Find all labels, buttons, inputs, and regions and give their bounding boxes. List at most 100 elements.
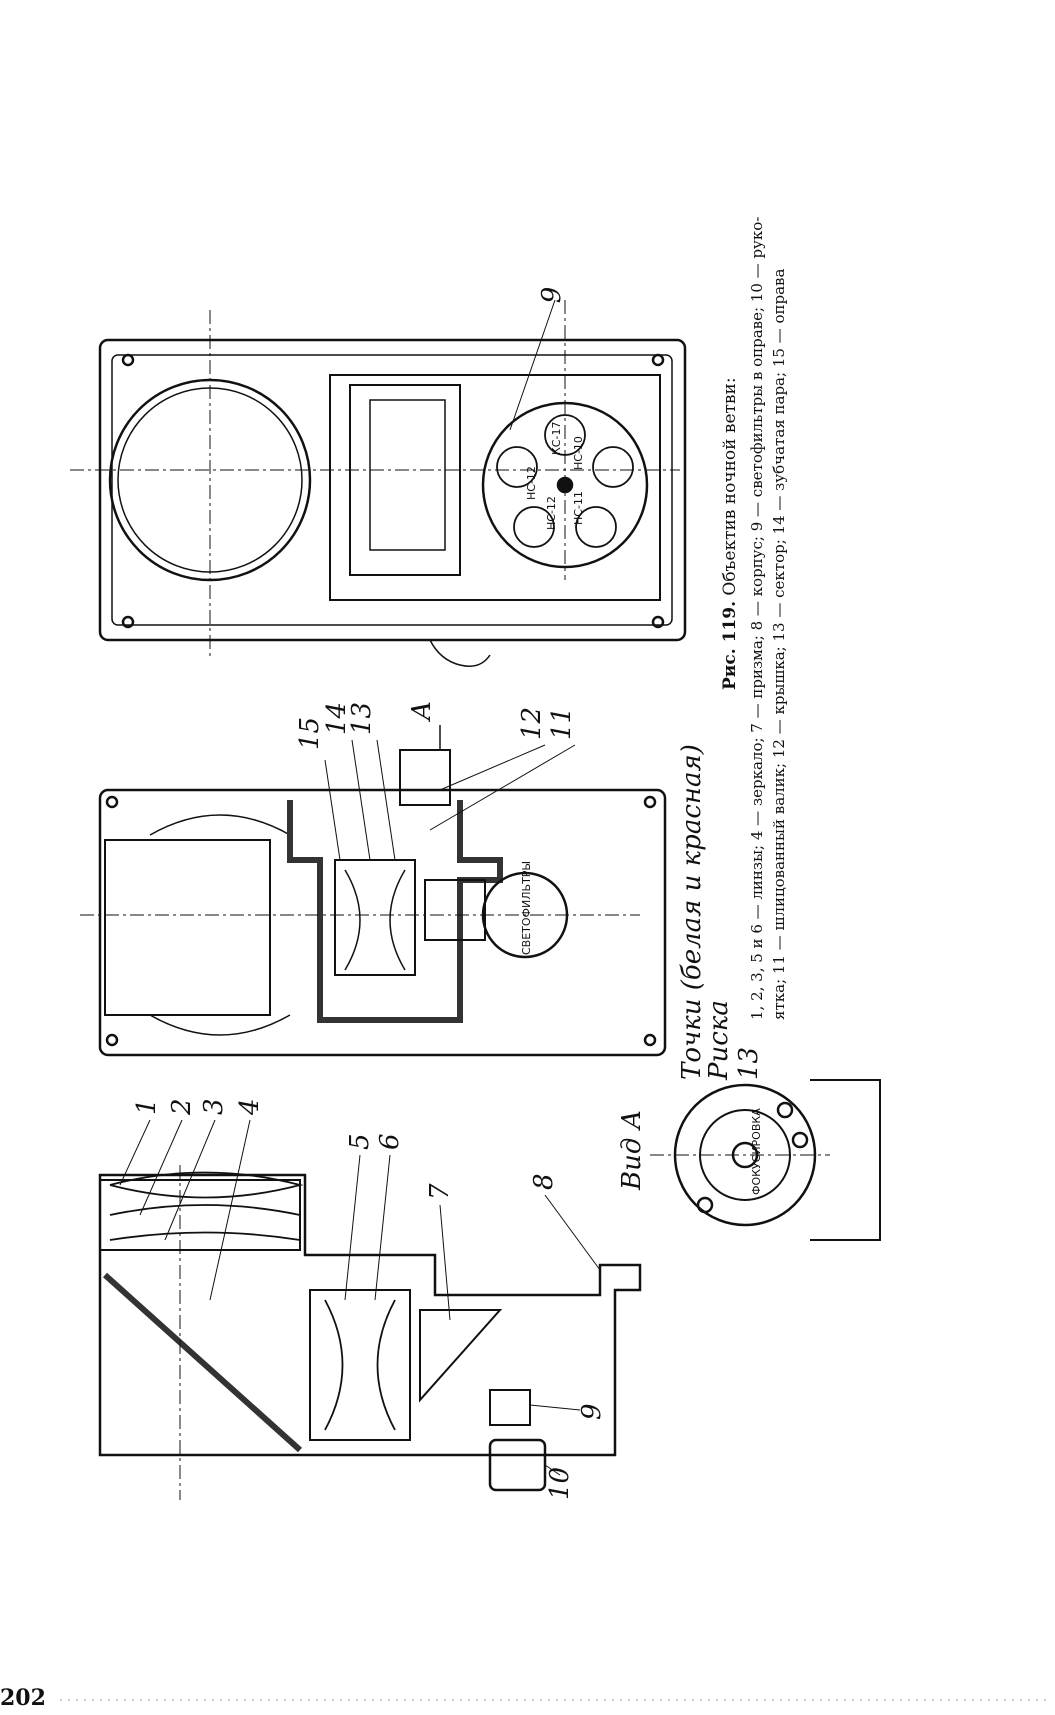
filter-label: НС-12 <box>545 496 558 530</box>
middle-housing-outline <box>98 788 667 1057</box>
lens-6 <box>376 1299 396 1431</box>
filter-label: КС-17 <box>550 422 563 455</box>
middle-lens-arc-bottom <box>149 1014 291 1036</box>
right-compartment <box>329 374 661 601</box>
right-label-9: 9 <box>537 287 567 304</box>
caption-title: Рис. 119. Объектив ночной ветви: <box>720 377 740 690</box>
left-labels: 1 2 3 4 5 6 7 8 9 10 <box>132 1098 607 1500</box>
leader-11 <box>429 744 576 831</box>
caption-figure-number: Рис. 119. <box>720 601 740 690</box>
label-4: 4 <box>235 1098 265 1116</box>
label-14: 14 <box>322 702 352 735</box>
label-7: 7 <box>425 1183 455 1200</box>
dial-label: ФОКУСИРОВКА <box>750 1108 763 1195</box>
filter-hole <box>592 446 634 488</box>
leader-6 <box>374 1154 391 1301</box>
leader-5 <box>344 1154 361 1301</box>
leader-14 <box>351 739 371 861</box>
middle-cap-12 <box>399 749 451 806</box>
view-a-title: Вид А <box>617 1110 647 1191</box>
leader-8 <box>544 1194 601 1271</box>
screw-icon <box>776 1101 794 1119</box>
screw-icon <box>105 1033 119 1047</box>
handle-10 <box>488 1438 547 1492</box>
right-view <box>70 299 687 667</box>
middle-mirror-box <box>104 839 271 1016</box>
screw-icon <box>121 615 135 629</box>
lens-3 <box>109 1231 301 1241</box>
left-view <box>98 1119 642 1500</box>
filter-hole <box>496 446 538 488</box>
left-housing-outline <box>98 1173 642 1457</box>
caption-figure-title: Объектив ночной ветви: <box>720 377 740 595</box>
right-housing-outline <box>98 338 687 642</box>
label-9: 9 <box>577 1403 607 1420</box>
filter-plate-label: СВЕТОФИЛЬТРЫ <box>520 861 533 955</box>
screw-icon <box>643 795 657 809</box>
label-13: 13 <box>347 702 377 735</box>
leader-9 <box>529 1404 581 1411</box>
note-13: 13 <box>734 1047 764 1080</box>
view-a <box>650 1079 881 1241</box>
page-number: 202 <box>0 1685 46 1711</box>
leader-3 <box>164 1119 216 1241</box>
screw-icon <box>643 1033 657 1047</box>
label-5: 5 <box>345 1133 375 1150</box>
caption-line-1: 1, 2, 3, 5 и 6 — линзы; 4 — зеркало; 7 —… <box>748 217 766 1020</box>
leader-2 <box>139 1119 183 1216</box>
lens-5 <box>324 1299 344 1431</box>
label-6: 6 <box>375 1133 405 1150</box>
screw-icon <box>696 1196 714 1214</box>
middle-view <box>80 725 667 1057</box>
right-prism-inner <box>369 399 446 551</box>
middle-lens <box>344 869 361 971</box>
cap-chain <box>429 639 491 667</box>
label-3: 3 <box>199 1098 229 1115</box>
screw-icon <box>121 353 135 367</box>
middle-lens-arc-top <box>149 814 291 836</box>
filter-label: НС-10 <box>572 436 585 470</box>
middle-lens-mount <box>334 859 416 976</box>
leader-1 <box>119 1119 151 1186</box>
left-lens-mount <box>309 1289 411 1441</box>
label-1: 1 <box>132 1098 162 1115</box>
prism-7 <box>419 1309 503 1403</box>
label-12: 12 <box>517 707 547 740</box>
filter-label: НС-12 <box>525 466 538 500</box>
note-risk: Риска <box>704 1000 734 1081</box>
figure-caption: Рис. 119. Объектив ночной ветви: 1, 2, 3… <box>720 217 788 1020</box>
label-11: 11 <box>547 707 577 740</box>
leader-7 <box>439 1204 451 1321</box>
note-points: Точки (белая и красная) <box>677 744 707 1080</box>
label-15: 15 <box>295 717 325 750</box>
label-10: 10 <box>545 1467 575 1500</box>
leader-10 <box>544 1464 561 1476</box>
screw-icon <box>105 795 119 809</box>
lens-1 <box>109 1171 304 1199</box>
leader-9-right <box>509 299 556 431</box>
screw-icon <box>651 353 665 367</box>
filter-hole <box>575 506 617 548</box>
right-housing-inner <box>111 354 673 626</box>
leader-12 <box>439 744 546 791</box>
label-8: 8 <box>529 1173 559 1190</box>
mirror-4 <box>102 1272 303 1453</box>
label-2: 2 <box>167 1098 197 1116</box>
middle-prism <box>424 879 486 941</box>
middle-lens <box>389 869 406 971</box>
screw-icon <box>651 615 665 629</box>
filter-label: НС-11 <box>572 491 585 525</box>
view-a-body <box>810 1079 881 1241</box>
lens-2 <box>109 1204 301 1216</box>
middle-section-wall <box>287 800 503 1023</box>
leader-15 <box>324 759 341 861</box>
label-a: A <box>407 701 437 722</box>
leader-13 <box>376 739 396 861</box>
middle-labels: 15 14 13 12 11 A СВЕТОФИЛЬТРЫ Точки (бел… <box>295 701 764 1081</box>
leader-4 <box>209 1119 251 1301</box>
screw-icon <box>791 1131 809 1149</box>
filter-labels: КС-17 НС-10 НС-11 НС-12 НС-12 <box>525 422 585 530</box>
filter-hole <box>513 506 555 548</box>
